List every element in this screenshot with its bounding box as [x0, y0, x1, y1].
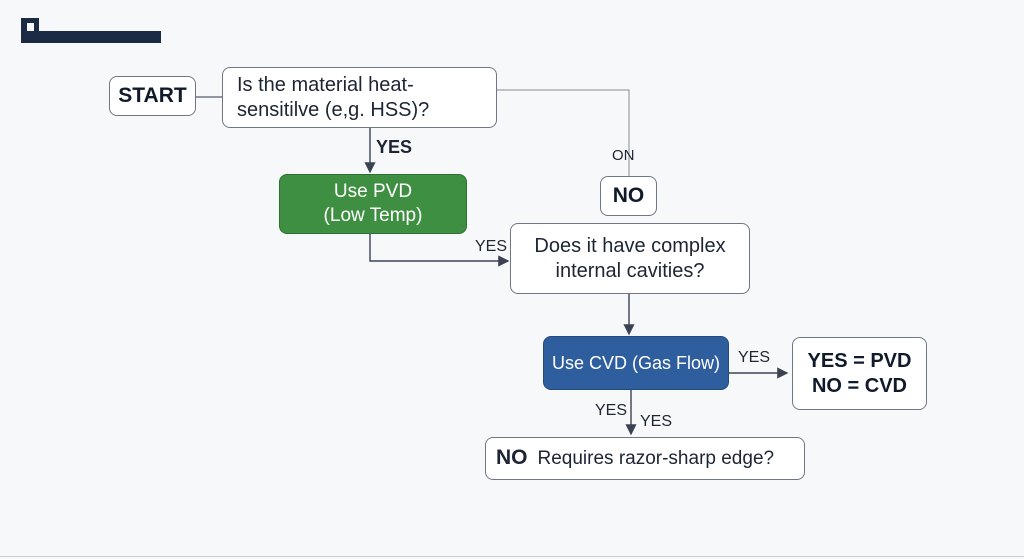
edge-label-flipped-no: NO: [612, 146, 635, 163]
razor-edge-question: NO Requires razor-sharp edge?: [485, 437, 805, 480]
razor-edge-text: Requires razor-sharp edge?: [537, 447, 775, 469]
start-node: START: [109, 76, 196, 116]
edge-heat-to-no: [497, 89, 630, 176]
bottom-divider: [0, 556, 1024, 557]
use-pvd-node: Use PVD (Low Temp): [279, 174, 467, 234]
use-cvd-node: Use CVD (Gas Flow): [543, 336, 729, 390]
no-node: NO: [600, 176, 657, 216]
heat-sensitive-question: Is the material heat- sensitilve (e,g. H…: [222, 67, 497, 128]
edge-label-yes-cvd-result: YES: [738, 349, 771, 366]
edge-label-yes-down-right: YES: [640, 413, 673, 430]
edge-pvd-to-cavities: [369, 234, 510, 267]
edge-label-yes-heat: YES: [376, 137, 413, 157]
result-node: YES = PVD NO = CVD: [792, 337, 927, 410]
razor-edge-no-label: NO: [496, 446, 528, 470]
edge-label-yes-down-left: YES: [595, 402, 628, 419]
complex-cavities-question: Does it have complex internal cavities?: [510, 223, 750, 294]
edge-label-yes-pvd: YES: [475, 238, 508, 255]
